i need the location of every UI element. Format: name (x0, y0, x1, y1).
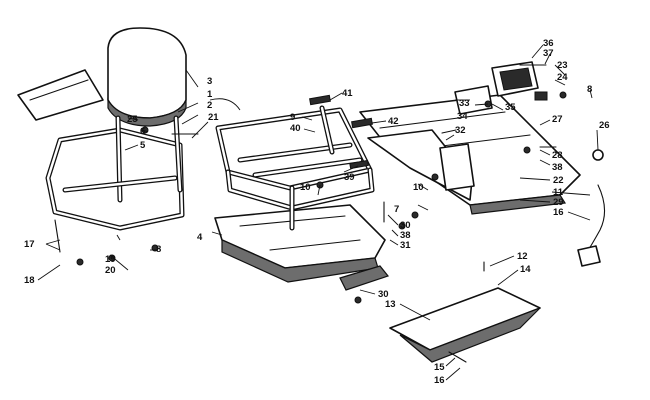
callout-8: 8 (156, 244, 161, 255)
base-panel (214, 204, 386, 283)
callout-20: 20 (105, 265, 116, 276)
callout-15: 15 (434, 362, 445, 373)
leader-lines (37, 44, 599, 381)
skid-plate (389, 287, 541, 363)
callout-11: 11 (553, 187, 564, 198)
callout-30: 30 (400, 220, 411, 231)
callout-5: 5 (140, 140, 146, 151)
callout-27: 27 (552, 114, 563, 125)
callout-24: 24 (557, 72, 568, 83)
tail-light-housing (491, 61, 539, 97)
callout-labels: 1 2 3 4 5 6 7 8 8 9 10 10 11 12 13 14 15… (24, 38, 610, 386)
callout-28: 28 (552, 150, 563, 161)
callout-42: 42 (388, 116, 399, 127)
callout-16: 16 (553, 207, 564, 218)
callout-16-bottom: 16 (434, 375, 445, 386)
wire-harness (577, 149, 606, 267)
callout-30-lower: 30 (378, 289, 389, 300)
callout-34: 34 (457, 111, 468, 122)
callout-25: 25 (127, 114, 138, 125)
callout-3: 3 (207, 76, 212, 87)
seat-back-cushion (107, 27, 187, 127)
callout-17: 17 (24, 239, 35, 250)
seat-pad (17, 69, 104, 121)
callout-38-right: 38 (552, 162, 563, 173)
rack-frame (215, 105, 375, 231)
callout-26: 26 (599, 120, 610, 131)
callout-13: 13 (385, 299, 396, 310)
callout-2: 2 (207, 100, 212, 111)
callout-21: 21 (208, 112, 219, 123)
callout-14: 14 (520, 264, 531, 275)
callout-8-right: 8 (587, 84, 592, 95)
fasteners (54, 64, 567, 363)
callout-31: 31 (400, 240, 411, 251)
callout-39: 39 (344, 172, 355, 183)
callout-4: 4 (197, 232, 203, 243)
callout-10: 10 (300, 182, 311, 193)
callout-9: 9 (290, 112, 295, 123)
callout-32: 32 (455, 125, 466, 136)
callout-29: 29 (553, 197, 564, 208)
light-bracket (454, 85, 493, 115)
callout-22: 22 (553, 175, 564, 186)
callout-40: 40 (290, 123, 301, 134)
callout-7: 7 (394, 204, 399, 215)
callout-35: 35 (505, 102, 516, 113)
seat-frame (45, 115, 185, 231)
callout-6: 6 (140, 126, 145, 137)
callout-37: 37 (543, 48, 554, 59)
callout-23: 23 (557, 60, 568, 71)
callout-10-right: 10 (413, 182, 424, 193)
callout-19: 19 (105, 254, 116, 265)
callout-1: 1 (207, 89, 213, 100)
callout-33: 33 (459, 98, 470, 109)
callout-12: 12 (517, 251, 528, 262)
callout-18: 18 (24, 275, 35, 286)
support-bracket (367, 129, 475, 201)
callout-41: 41 (342, 88, 353, 99)
small-plate (339, 265, 390, 291)
callout-38: 38 (400, 230, 411, 241)
callout-36: 36 (543, 38, 554, 49)
